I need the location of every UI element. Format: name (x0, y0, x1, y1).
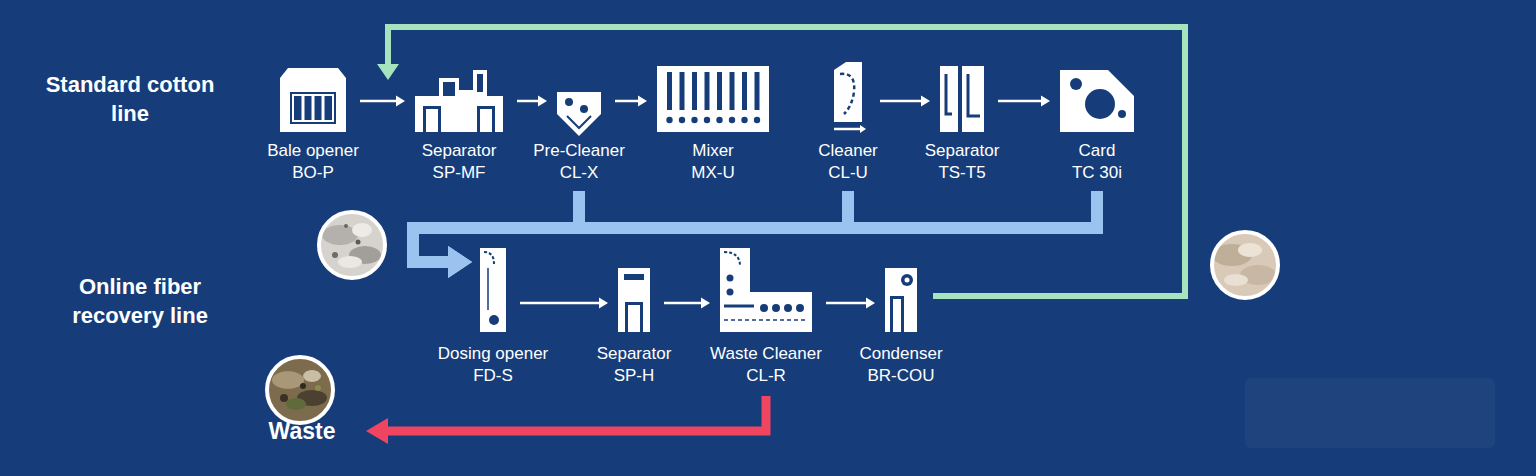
machine-node: SeparatorSP-MF (415, 66, 503, 132)
arrow-head (1041, 96, 1050, 107)
connector-line (520, 302, 600, 305)
flow-connector (360, 96, 405, 107)
arrow-head (701, 298, 710, 309)
node-title: Waste (258, 416, 346, 446)
machine-code: TC 30i (1072, 163, 1122, 183)
flow-connector (826, 298, 875, 309)
fiber-sample-circle (1212, 232, 1278, 298)
flow-connector (664, 298, 710, 309)
machine-node: SeparatorSP-H (618, 268, 650, 332)
machine-icon (657, 66, 769, 132)
machine-icon (280, 68, 346, 132)
arrow-head (448, 246, 472, 278)
machine-node: Waste CleanerCL-R (720, 248, 812, 332)
connector-line (615, 100, 639, 103)
connector-line (998, 100, 1042, 103)
flow-connector (520, 298, 608, 309)
machine-icon (885, 268, 917, 332)
flow-connector (998, 96, 1050, 107)
machine-node: Bale openerBO-P (280, 68, 346, 132)
arrow-head (538, 96, 547, 107)
arrow-head (599, 298, 608, 309)
machine-icon (830, 62, 866, 134)
machine-code: CL-U (828, 163, 868, 183)
connector-line (517, 100, 539, 103)
machine-icon (940, 66, 984, 132)
arrow-head (638, 96, 647, 107)
machine-node: Dosing openerFD-S (480, 248, 506, 332)
line-label: Online fiber recovery line (45, 272, 235, 330)
connector-line (880, 100, 922, 103)
connector-line (826, 302, 867, 305)
connector-line (413, 191, 1097, 262)
line-label: Standard cotton line (40, 70, 220, 128)
machine-code: BR-COU (867, 366, 934, 386)
machine-icon (1060, 70, 1134, 132)
flow-connector (615, 96, 647, 107)
arrow-head (396, 96, 405, 107)
machine-node: CardTC 30i (1060, 70, 1134, 132)
waste-sample-circle (267, 357, 333, 423)
flow-connector (413, 191, 848, 278)
connector-line (388, 27, 1185, 296)
machine-code: MX-U (691, 163, 734, 183)
connector-line (360, 100, 397, 103)
machine-node: MixerMX-U (657, 66, 769, 132)
arrow-head (866, 298, 875, 309)
arrow-head (921, 96, 930, 107)
flow-connector (880, 96, 930, 107)
machine-code: CL-X (560, 163, 599, 183)
machine-code: SP-MF (433, 163, 486, 183)
target-node: Waste (258, 416, 346, 446)
machine-node: CleanerCL-U (830, 62, 866, 134)
machine-code: TS-T5 (938, 163, 985, 183)
machine-name: Card (1079, 141, 1116, 161)
connector-line (386, 396, 766, 431)
machine-name: Condenser (859, 344, 942, 364)
machine-name: Waste Cleaner (710, 344, 822, 364)
machine-icon (415, 66, 503, 132)
machine-node: SeparatorTS-T5 (940, 66, 984, 132)
arrow-head (448, 246, 472, 278)
connector-line (664, 302, 702, 305)
machine-code: BO-P (292, 163, 334, 183)
machine-code: CL-R (746, 366, 786, 386)
watermark-area (1245, 378, 1495, 448)
machine-icon (618, 268, 650, 332)
flow-connector (366, 396, 766, 444)
machine-icon (720, 248, 812, 332)
machine-name: Separator (422, 141, 497, 161)
machine-name: Separator (597, 344, 672, 364)
machine-name: Dosing opener (438, 344, 549, 364)
flow-connector (517, 96, 547, 107)
flow-connector (413, 191, 1097, 278)
machine-icon (557, 92, 601, 136)
machine-name: Bale opener (267, 141, 359, 161)
machine-name: Pre-Cleaner (533, 141, 625, 161)
machine-code: SP-H (614, 366, 655, 386)
arrow-head (377, 64, 399, 80)
fiber-sample-circle (319, 212, 385, 278)
machine-name: Mixer (692, 141, 734, 161)
arrow-head (366, 418, 388, 444)
machine-node: Pre-CleanerCL-X (557, 92, 601, 136)
machine-node: CondenserBR-COU (885, 268, 917, 332)
machine-name: Cleaner (818, 141, 878, 161)
machine-code: FD-S (473, 366, 513, 386)
arrow-head (448, 246, 472, 278)
machine-name: Separator (925, 141, 1000, 161)
machine-icon (480, 248, 506, 332)
